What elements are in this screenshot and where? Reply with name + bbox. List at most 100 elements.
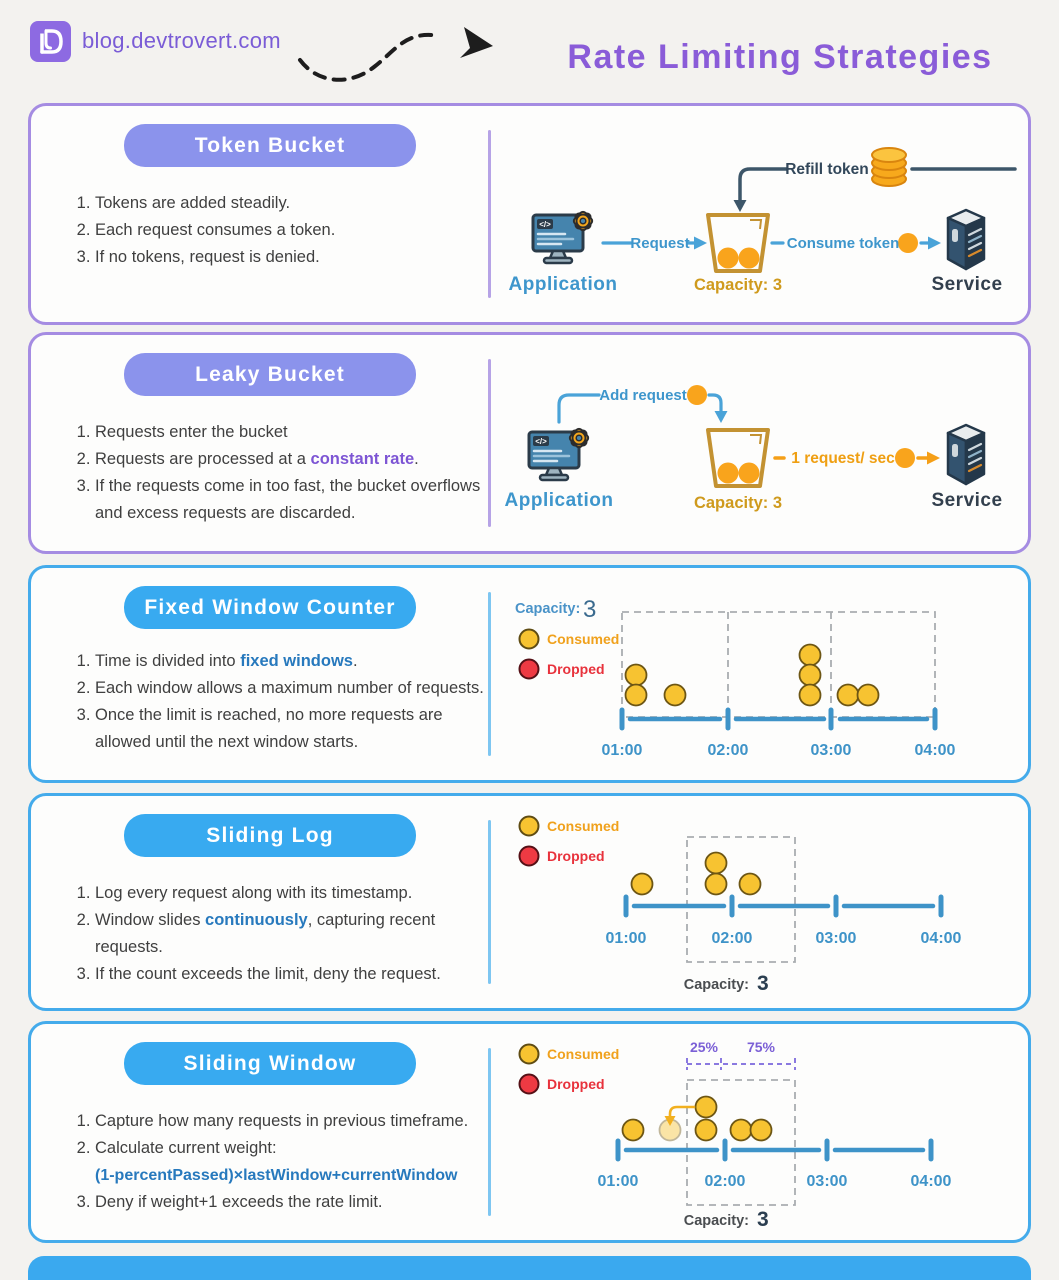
card-leaky-bucket: Leaky Bucket Requests enter the bucket R… (28, 332, 1031, 554)
timeline (615, 1138, 934, 1162)
timeline (619, 707, 938, 731)
bucket-icon (706, 428, 770, 488)
list-item: Tokens are added steadily. (95, 190, 497, 217)
tick-label: 01:00 (602, 742, 643, 759)
token-icon (895, 448, 915, 468)
service-icon (946, 208, 986, 271)
refill-arrow (733, 167, 1017, 212)
weight-formula: (1-percentPassed)×lastWindow+currentWind… (95, 1167, 458, 1184)
tick-label: 04:00 (911, 1173, 952, 1190)
sliding-window-box (686, 836, 796, 963)
token-bucket-diagram: Application Request Capacity: 3 Refill t… (491, 109, 1031, 326)
sliding-log-diagram: Consumed Dropped 01:00 02:00 03:00 04:00 (491, 799, 1031, 1016)
capacity-label: Capacity: (684, 977, 749, 993)
legend-consumed: Consumed (547, 1046, 619, 1062)
divider (488, 1048, 491, 1216)
capacity-label: Capacity: 3 (694, 276, 782, 294)
list-item: Each request consumes a token. (95, 217, 497, 244)
service-label: Service (931, 274, 1002, 295)
timeline (623, 894, 944, 918)
divider (488, 592, 491, 756)
consumed-tokens (621, 1095, 773, 1142)
legend-dropped: Dropped (547, 661, 605, 677)
card-token-bucket: Token Bucket Tokens are added steadily. … (28, 103, 1031, 325)
sliding-window-diagram: Consumed Dropped 25% 75% (491, 1027, 1031, 1248)
capacity-label: Capacity: (684, 1213, 749, 1229)
add-request-arrow (557, 385, 728, 424)
banner-fixed-window: Fixed Window Counter (124, 586, 416, 629)
tick-label: 01:00 (598, 1173, 639, 1190)
tick-label: 03:00 (811, 742, 852, 759)
list-item: If no tokens, request is denied. (95, 244, 497, 271)
consumed-tokens (624, 643, 880, 707)
list-item: Time is divided into fixed windows. (95, 648, 497, 675)
application-icon (531, 208, 596, 265)
sliding-log-points: Log every request along with its timesta… (73, 880, 497, 988)
list-item: If the requests come in too fast, the bu… (95, 473, 497, 527)
curved-dashed-arrow-icon (298, 27, 493, 82)
devtrovert-logo-icon (30, 21, 71, 62)
application-label: Application (509, 274, 618, 295)
shift-arrow (664, 1105, 696, 1126)
list-item: Each window allows a maximum number of r… (95, 675, 497, 702)
banner-sliding-log: Sliding Log (124, 814, 416, 857)
leaky-bucket-diagram: Application Add request Capacity: 3 1 re… (491, 338, 1031, 555)
capacity-value: 3 (757, 1208, 769, 1231)
dropped-dot-icon (518, 1073, 540, 1095)
card-sliding-window: Sliding Window Capture how many requests… (28, 1021, 1031, 1243)
legend: Consumed Dropped (518, 1043, 619, 1095)
token-icon (687, 385, 707, 405)
consumed-dot-icon (518, 1043, 540, 1065)
pct-right-label: 75% (747, 1039, 776, 1055)
capacity-label: Capacity: 3 (694, 494, 782, 512)
card-sliding-log: Sliding Log Log every request along with… (28, 793, 1031, 1011)
refill-label: Refill token (785, 161, 869, 178)
sliding-window-box (686, 1079, 796, 1206)
dropped-dot-icon (518, 658, 540, 680)
pct-left-label: 25% (690, 1039, 719, 1055)
fixed-windows-boxes (621, 611, 936, 718)
tick-label: 01:00 (606, 930, 647, 947)
dropped-dot-icon (518, 845, 540, 867)
banner-token-bucket: Token Bucket (124, 124, 416, 167)
token-bucket-points: Tokens are added steadily. Each request … (73, 190, 497, 271)
leaky-bucket-points: Requests enter the bucket Requests are p… (73, 419, 497, 527)
application-label: Application (505, 490, 614, 511)
list-item: Once the limit is reached, no more reque… (95, 702, 497, 756)
coin-stack-icon (871, 147, 907, 187)
legend: Consumed Dropped (518, 628, 619, 680)
list-item: If the count exceeds the limit, deny the… (95, 961, 497, 988)
list-item: Capture how many requests in previous ti… (95, 1108, 497, 1135)
tick-label: 04:00 (915, 742, 956, 759)
list-item: Log every request along with its timesta… (95, 880, 497, 907)
consume-label: Consume token (787, 235, 900, 252)
service-icon (946, 423, 986, 486)
divider (488, 359, 491, 527)
tick-label: 04:00 (921, 930, 962, 947)
consumed-dot-icon (518, 628, 540, 650)
service-label: Service (931, 490, 1002, 511)
add-request-label: Add request (599, 387, 687, 404)
tick-label: 02:00 (708, 742, 749, 759)
tick-label: 03:00 (807, 1173, 848, 1190)
legend-dropped: Dropped (547, 1076, 605, 1092)
consumed-dot-icon (518, 815, 540, 837)
request-label: Request (630, 235, 689, 252)
application-icon (527, 425, 592, 482)
legend-dropped: Dropped (547, 848, 605, 864)
capacity-label: Capacity: (515, 601, 580, 617)
capacity-value: 3 (583, 596, 596, 623)
banner-sliding-window: Sliding Window (124, 1042, 416, 1085)
divider (488, 820, 491, 984)
tick-label: 02:00 (712, 930, 753, 947)
consumed-tokens (630, 851, 762, 896)
card-fixed-window: Fixed Window Counter Time is divided int… (28, 565, 1031, 783)
consume-arrow (770, 233, 941, 253)
tick-label: 02:00 (705, 1173, 746, 1190)
legend: Consumed Dropped (518, 815, 619, 867)
banner-leaky-bucket: Leaky Bucket (124, 353, 416, 396)
bucket-icon (706, 213, 770, 273)
site-url: blog.devtrovert.com (82, 28, 281, 53)
request-arrow (601, 236, 707, 250)
tick-label: 03:00 (816, 930, 857, 947)
